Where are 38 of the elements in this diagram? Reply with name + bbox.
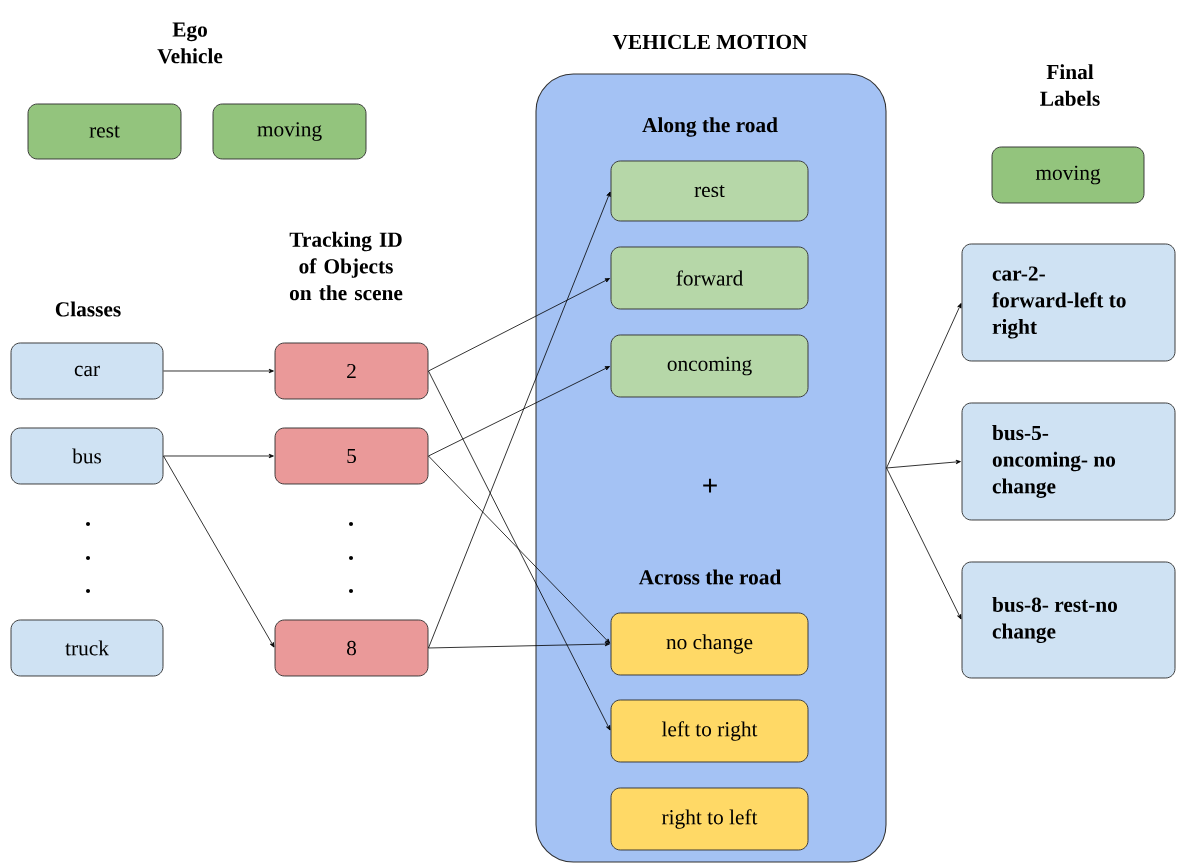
label-box: truck <box>10 619 164 677</box>
label-box: car <box>10 342 164 400</box>
plus-sign: + <box>703 478 717 493</box>
section-heading: Across the road <box>638 569 782 585</box>
arrow <box>428 191 611 649</box>
arrow <box>428 641 610 649</box>
label-box: bus-8- rest-no change <box>961 561 1176 679</box>
heading: Ego Vehicle <box>157 22 223 64</box>
label-box: forward <box>610 246 809 310</box>
section-heading: Along the road <box>642 117 778 137</box>
label-box: rest <box>27 103 182 160</box>
arrow <box>163 453 274 459</box>
label-box: rest <box>610 160 809 222</box>
label-box: 2 <box>274 342 429 400</box>
label-box: no change <box>610 612 809 676</box>
arrow <box>886 459 961 469</box>
label-box: left to right <box>610 699 809 763</box>
label-box: moving <box>991 146 1145 204</box>
label-box: bus <box>10 427 164 485</box>
label-box: bus-5- oncoming- no change <box>961 402 1176 521</box>
label-box: 8 <box>274 619 429 677</box>
label-box: right to left <box>610 787 809 851</box>
label-box: moving <box>212 103 367 160</box>
arrow <box>428 370 611 731</box>
arrow <box>428 455 611 644</box>
section-heading: VEHICLE MOTION <box>612 34 808 50</box>
heading: Tracking ID of Objects on the scene <box>289 231 403 301</box>
arrow <box>428 366 610 457</box>
label-box: car-2- forward-left to right <box>961 243 1176 362</box>
arrow <box>886 467 962 620</box>
label-box: 5 <box>274 427 429 485</box>
heading: Classes <box>55 301 121 317</box>
arrow <box>163 368 274 374</box>
arrow <box>886 303 962 469</box>
arrow <box>163 455 275 648</box>
label-box: oncoming <box>610 334 809 398</box>
arrow <box>428 278 610 372</box>
heading: Final Labels <box>1040 64 1100 106</box>
